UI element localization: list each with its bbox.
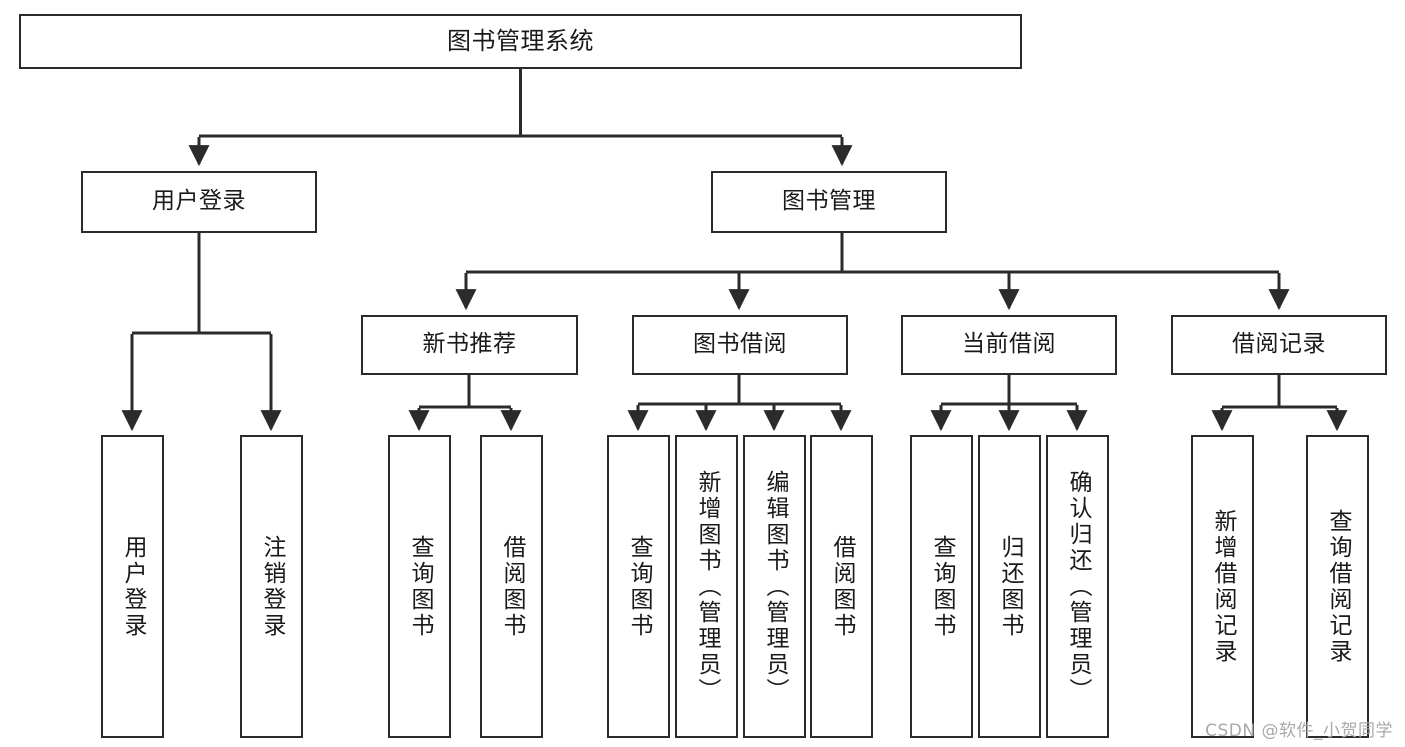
node-label: 查询图书 xyxy=(407,534,433,639)
node-label: 查询图书 xyxy=(929,534,955,639)
leaf-query-book-recommendation[interactable]: 查询图书 xyxy=(388,435,451,738)
node-label: 用户登录 xyxy=(120,534,146,639)
node-book-management[interactable]: 图书管理 xyxy=(711,171,947,233)
node-label: 新增借阅记录 xyxy=(1210,508,1236,665)
leaf-logout[interactable]: 注销登录 xyxy=(240,435,303,738)
leaf-user-login[interactable]: 用户登录 xyxy=(101,435,164,738)
node-label: 借阅图书 xyxy=(829,534,855,639)
node-label: 新书推荐 xyxy=(422,331,517,358)
node-label: 借阅记录 xyxy=(1232,331,1326,358)
node-label: 注销登录 xyxy=(259,534,285,639)
node-borrow-record[interactable]: 借阅记录 xyxy=(1171,315,1387,375)
node-label: 用户登录 xyxy=(152,188,246,215)
leaf-return-book[interactable]: 归还图书 xyxy=(978,435,1041,738)
leaf-borrow-book[interactable]: 借阅图书 xyxy=(810,435,873,738)
leaf-add-borrow-record[interactable]: 新增借阅记录 xyxy=(1191,435,1254,738)
leaf-confirm-return-admin[interactable]: 确认归还（管理员） xyxy=(1046,435,1109,738)
node-label: 归还图书 xyxy=(997,534,1023,639)
node-label: 图书借阅 xyxy=(693,331,787,358)
node-label: 新增图书（管理员） xyxy=(694,469,720,704)
node-label: 确认归还（管理员） xyxy=(1065,469,1091,704)
node-label: 编辑图书（管理员） xyxy=(762,469,788,704)
leaf-query-borrow-record[interactable]: 查询借阅记录 xyxy=(1306,435,1369,738)
node-label: 查询图书 xyxy=(626,534,652,639)
node-label: 借阅图书 xyxy=(499,534,525,639)
node-root-book-management-system[interactable]: 图书管理系统 xyxy=(19,14,1022,69)
node-current-borrow[interactable]: 当前借阅 xyxy=(901,315,1117,375)
leaf-query-book-current[interactable]: 查询图书 xyxy=(910,435,973,738)
leaf-borrow-book-recommendation[interactable]: 借阅图书 xyxy=(480,435,543,738)
node-label: 当前借阅 xyxy=(962,331,1056,358)
node-book-borrow[interactable]: 图书借阅 xyxy=(632,315,848,375)
node-label: 查询借阅记录 xyxy=(1325,508,1351,665)
node-label: 图书管理 xyxy=(782,188,876,215)
node-new-book-recommendation[interactable]: 新书推荐 xyxy=(361,315,578,375)
leaf-edit-book-admin[interactable]: 编辑图书（管理员） xyxy=(743,435,806,738)
leaf-add-book-admin[interactable]: 新增图书（管理员） xyxy=(675,435,738,738)
leaf-query-book-borrow[interactable]: 查询图书 xyxy=(607,435,670,738)
node-user-login[interactable]: 用户登录 xyxy=(81,171,317,233)
node-label: 图书管理系统 xyxy=(447,27,594,56)
watermark-csdn: CSDN @软件_小贺同学 xyxy=(1205,721,1393,741)
